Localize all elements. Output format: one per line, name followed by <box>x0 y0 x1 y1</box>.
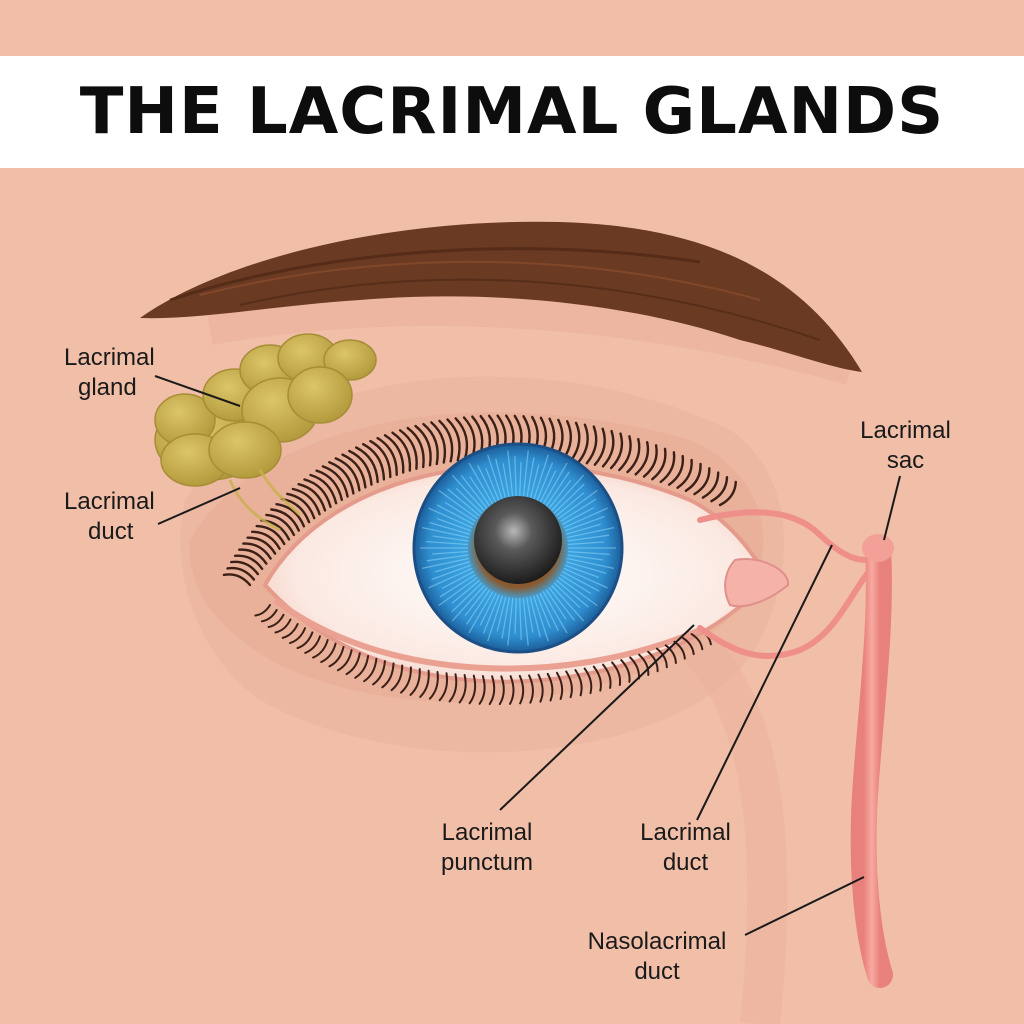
leader-lacrimal-punctum <box>499 624 695 811</box>
lacrimal-sac-shape <box>862 534 894 562</box>
leader-lines <box>154 375 901 936</box>
eyebrow <box>140 221 862 372</box>
lower-eyelid-rim <box>273 597 702 672</box>
label-line: duct <box>634 958 680 985</box>
label-line: Nasolacrimal <box>587 928 727 955</box>
leader-lacrimal-duct-left <box>157 487 241 525</box>
label-line: Lacrimal <box>64 344 155 371</box>
label-lacrimal-punctum: Lacrimal punctum <box>426 818 548 878</box>
label-line: gland <box>78 374 137 401</box>
upper-eyelashes <box>222 414 737 587</box>
nasolacrimal-duct-tube <box>850 535 893 988</box>
caruncle <box>724 558 790 608</box>
diagram-title: THE LACRIMAL GLANDS <box>79 75 945 149</box>
leader-lacrimal-duct-bottom <box>696 544 833 821</box>
label-lacrimal-gland: Lacrimal gland <box>64 343 155 403</box>
pupil <box>474 496 562 584</box>
upper-canaliculus <box>697 509 869 563</box>
leader-lacrimal-gland <box>154 375 241 407</box>
lacrimal-gland-shape <box>154 333 377 487</box>
label-lacrimal-duct-left: Lacrimal duct <box>64 487 155 547</box>
label-lacrimal-sac: Lacrimal sac <box>848 416 963 476</box>
leader-nasolacrimal-duct <box>744 876 865 936</box>
leader-lacrimal-sac <box>883 475 901 541</box>
lower-eyelashes <box>254 604 712 706</box>
tear-drainage <box>697 509 894 988</box>
label-line: punctum <box>440 849 534 876</box>
label-line: Lacrimal <box>64 488 155 515</box>
label-lacrimal-duct-bottom: Lacrimal duct <box>628 818 743 878</box>
label-line: duct <box>88 518 134 545</box>
label-line: Lacrimal <box>860 417 951 444</box>
title-band: THE LACRIMAL GLANDS <box>0 56 1024 168</box>
lower-canaliculus <box>697 567 873 660</box>
label-line: duct <box>662 849 709 876</box>
label-line: Lacrimal <box>640 819 731 846</box>
label-line: sac <box>886 447 925 474</box>
gland-ducts <box>228 469 302 532</box>
label-line: Lacrimal <box>441 819 533 846</box>
label-nasolacrimal-duct: Nasolacrimal duct <box>572 927 742 987</box>
